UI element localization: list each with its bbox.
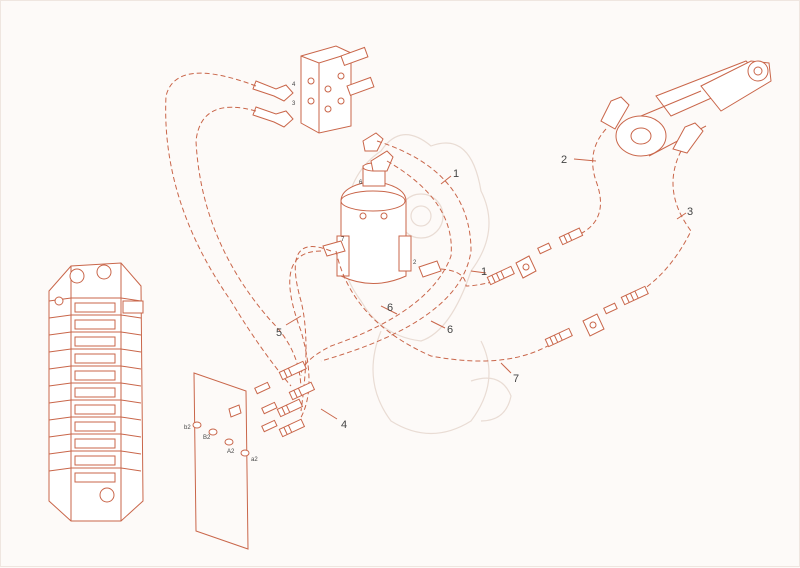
- valve-spool-cap: [74, 438, 116, 449]
- port-6-label: 6: [359, 180, 363, 186]
- valve-spool-cap: [74, 302, 116, 313]
- port-b2-label: b2: [184, 425, 191, 431]
- port-4-label: 4: [292, 82, 296, 88]
- valve-spool-cap: [74, 387, 116, 398]
- valve-spool-cap: [74, 421, 116, 432]
- port-7-label: 7: [341, 237, 345, 243]
- callout-labels: 1 1 2 3 4 5 6 6 7: [276, 154, 693, 431]
- valve-section: [48, 416, 142, 421]
- valve-spool-cap: [74, 370, 116, 381]
- label-hose-6b: 6: [447, 324, 453, 336]
- valve-spool-cap: [74, 319, 116, 330]
- valve-section: [48, 365, 142, 370]
- valve-spool-cap: [74, 472, 116, 483]
- port-A2-label: A2: [227, 449, 235, 455]
- hydraulic-cylinder: [600, 60, 772, 157]
- label-hose-5: 5: [276, 327, 282, 339]
- valve-section: [48, 382, 142, 387]
- label-hose-6a: 6: [387, 302, 393, 314]
- label-hose-3: 3: [687, 206, 693, 218]
- valve-spool-cap: [74, 404, 116, 415]
- valve-spool-cap: [74, 455, 116, 466]
- label-hose-2: 2: [561, 154, 567, 166]
- label-hose-4: 4: [341, 419, 347, 431]
- mounting-plate: b2 B2 A2 a2: [184, 372, 258, 550]
- valve-section: [48, 450, 142, 455]
- hose-lines: [165, 72, 692, 432]
- label-hose-1b: 1: [481, 266, 487, 278]
- valve-section: [48, 331, 142, 336]
- valve-section: [48, 399, 142, 404]
- port-a2-label: a2: [251, 457, 258, 463]
- valve-section: [48, 467, 142, 472]
- port-2-label: 2: [413, 260, 417, 266]
- port-3-label: 3: [292, 101, 296, 107]
- swivel-fittings: [322, 132, 442, 278]
- label-hose-7: 7: [513, 373, 519, 385]
- solenoid-fittings: 4 3: [252, 80, 296, 128]
- label-hose-1a: 1: [453, 168, 459, 180]
- valve-section: [48, 314, 142, 319]
- valve-spool-cap: [74, 336, 116, 347]
- flange-plates: [515, 255, 605, 337]
- control-valve-block: [48, 262, 144, 522]
- valve-section: [48, 433, 142, 438]
- valve-section: [48, 348, 142, 353]
- valve-spool-cap: [74, 353, 116, 364]
- solenoid-valve-block: [300, 45, 375, 134]
- straight-connectors: [254, 227, 649, 438]
- port-B2-label: B2: [203, 435, 211, 441]
- swivel-joint: 6 7 2: [336, 162, 417, 284]
